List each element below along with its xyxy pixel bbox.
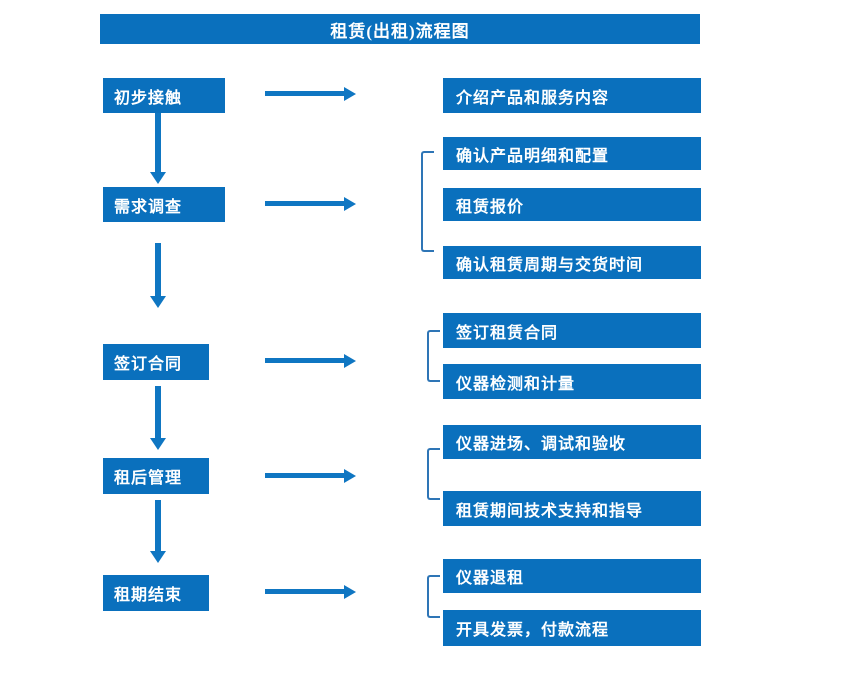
down-arrow-3 (155, 386, 161, 438)
bracket-lease-end-group (427, 575, 440, 618)
right-arrow-2 (265, 201, 344, 206)
right-arrow-4 (265, 473, 344, 478)
detail-node-instrument-setup: 仪器进场、调试和验收 (443, 425, 701, 459)
step-node-initial-contact: 初步接触 (103, 78, 225, 113)
detail-node-sign-lease-contract: 签订租赁合同 (443, 313, 701, 348)
detail-node-confirm-period: 确认租赁周期与交货时间 (443, 246, 701, 279)
right-arrow-3 (265, 358, 344, 363)
step-node-sign-contract: 签订合同 (103, 344, 209, 380)
right-arrow-1 (265, 91, 344, 96)
flowchart-title: 租赁(出租)流程图 (100, 14, 700, 44)
bracket-demand-survey-group (421, 151, 434, 252)
detail-node-instrument-testing: 仪器检测和计量 (443, 364, 701, 399)
detail-node-invoice-payment: 开具发票，付款流程 (443, 610, 701, 646)
bracket-post-rental-group (427, 448, 440, 500)
down-arrow-2 (155, 243, 161, 296)
step-node-demand-survey: 需求调查 (103, 187, 225, 222)
detail-node-introduce-products: 介绍产品和服务内容 (443, 78, 701, 113)
bracket-sign-contract-group (427, 330, 440, 382)
step-node-lease-end: 租期结束 (103, 575, 209, 611)
step-node-post-rental: 租后管理 (103, 458, 209, 494)
detail-node-tech-support: 租赁期间技术支持和指导 (443, 491, 701, 526)
detail-node-confirm-product-spec: 确认产品明细和配置 (443, 137, 701, 170)
right-arrow-5 (265, 589, 344, 594)
detail-node-rental-quote: 租赁报价 (443, 188, 701, 221)
down-arrow-4 (155, 500, 161, 551)
down-arrow-1 (155, 113, 161, 172)
detail-node-instrument-return: 仪器退租 (443, 559, 701, 593)
